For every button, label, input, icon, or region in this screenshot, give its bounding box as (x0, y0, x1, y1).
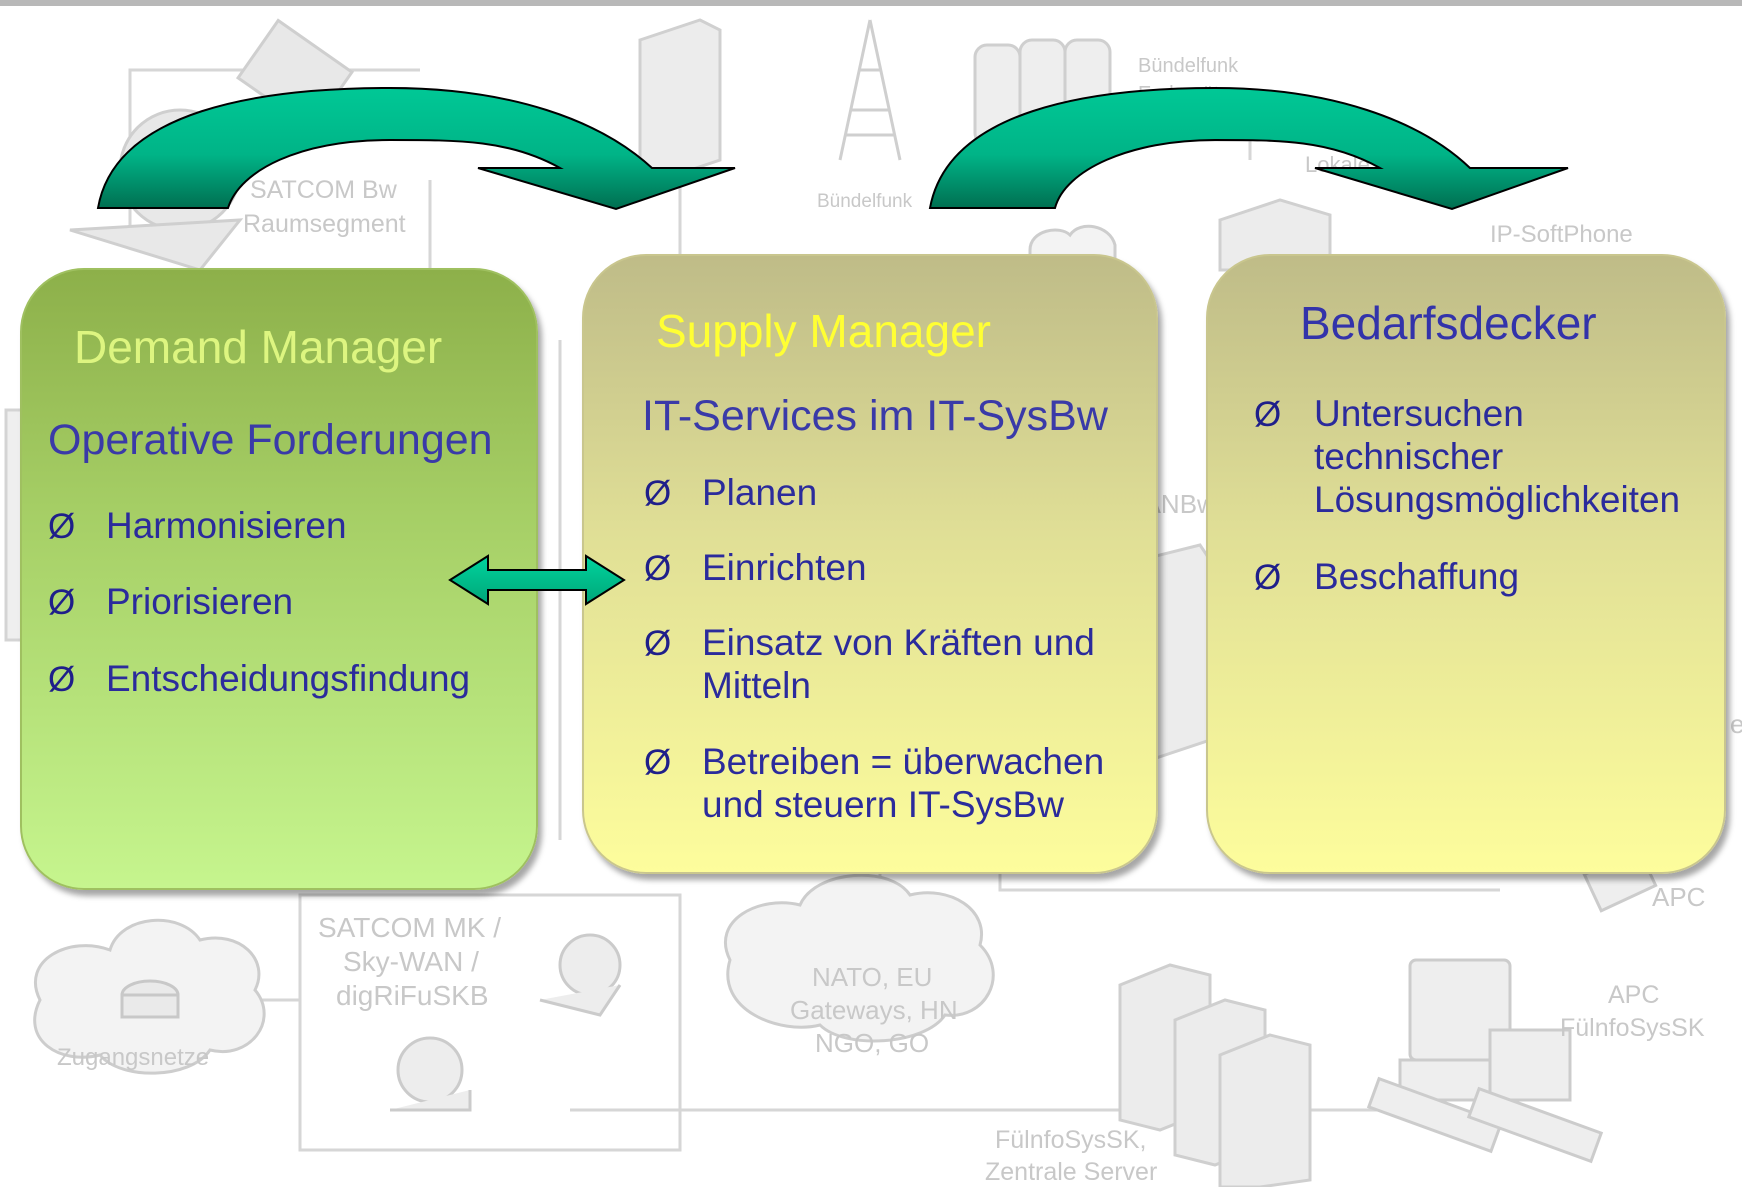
bullet-icon: Ø (48, 583, 76, 622)
label-apc-right: APC (1652, 882, 1705, 912)
handheld-radio-icon (973, 38, 1112, 147)
supply-manager-title: Supply Manager (656, 305, 991, 357)
label-nato-2: Gateways, HN (790, 995, 958, 1025)
supply-item-line: Einrichten (702, 547, 867, 588)
label-zugangsnetze: Zugangsnetze (57, 1044, 209, 1071)
label-nato-3: NGO, GO (815, 1028, 929, 1058)
demand-subtitle: Operative Forderungen (48, 416, 493, 464)
bedarf-item-line: Untersuchen (1314, 393, 1524, 434)
label-lokal: Lokale (1305, 152, 1370, 177)
router-icon (120, 979, 180, 1019)
label-edge-right: e (1730, 709, 1742, 739)
label-satcom-mk-1: SATCOM MK / (318, 912, 501, 943)
supply-item-betreiben: Betreiben = überwachen und steuern IT-Sy… (702, 740, 1104, 826)
bullet-icon: Ø (644, 474, 672, 513)
supply-item-line: und steuern IT-SysBw (702, 784, 1064, 825)
bedarfsdecker-box: Bedarfsdecker Ø Untersuchen technischer … (1206, 254, 1726, 874)
demand-item-entscheidungsfindung: Entscheidungsfindung (106, 658, 471, 699)
bedarfsdecker-title: Bedarfsdecker (1300, 297, 1597, 349)
label-buendelfunk-top-2: Endgeräte (1138, 83, 1230, 105)
label-apc-fuel-2: FülnfoSysSK (1560, 1014, 1705, 1042)
supply-subtitle: IT-Services im IT-SysBw (642, 392, 1108, 440)
label-satcom-mk-3: digRiFuSKB (336, 980, 489, 1011)
demand-manager-box: Demand Manager Operative Forderungen Ø H… (20, 268, 538, 890)
demand-manager-title: Demand Manager (74, 321, 443, 373)
bullet-icon: Ø (48, 507, 76, 546)
label-apc-fuel-1: APC (1608, 981, 1659, 1009)
bullet-icon: Ø (644, 549, 672, 588)
label-ip-softphone: IP-SoftPhone (1490, 221, 1633, 248)
label-satcom-mk-2: Sky-WAN / (343, 946, 479, 977)
top-bar (0, 0, 1742, 6)
headset-icon (390, 933, 622, 1112)
bedarf-item-line: technischer (1314, 436, 1504, 477)
supply-item-line: Mitteln (702, 665, 811, 706)
workstation-icon (1366, 847, 1658, 1164)
supply-item-einsatz: Einsatz von Kräften und Mitteln (702, 621, 1095, 707)
supply-item-einrichten: Einrichten (702, 546, 867, 589)
supply-item-line: Betreiben = überwachen (702, 741, 1105, 782)
label-nato-1: NATO, EU (812, 962, 932, 992)
label-server-1: FülnfoSysSK, (995, 1126, 1146, 1154)
bedarf-item-untersuchen: Untersuchen technischer Lösungsmöglichke… (1314, 392, 1680, 521)
server-rack-icon (1118, 963, 1312, 1187)
label-buendelfunk-top-1: Bündelfunk (1138, 55, 1239, 77)
supply-item-line: Einsatz von Kräften und (702, 622, 1095, 663)
supply-item-planen: Planen (702, 471, 817, 514)
bedarf-item-beschaffung: Beschaffung (1314, 555, 1519, 598)
supply-item-line: Planen (702, 472, 818, 513)
bullet-icon: Ø (644, 624, 672, 663)
label-satcom-raum-1: SATCOM Bw (250, 176, 398, 204)
bullet-icon: Ø (644, 743, 672, 782)
bullet-icon: Ø (1254, 558, 1282, 597)
bullet-icon: Ø (1254, 395, 1282, 434)
supply-manager-box: Supply Manager IT-Services im IT-SysBw Ø… (582, 254, 1158, 874)
demand-item-harmonisieren: Harmonisieren (106, 505, 347, 546)
bullet-icon: Ø (48, 660, 76, 699)
bedarf-item-line: Lösungsmöglichkeiten (1314, 479, 1681, 520)
demand-item-priorisieren: Priorisieren (106, 581, 294, 622)
label-satcom-raum-2: Raumsegment (243, 210, 406, 238)
label-buendelfunk: Bündelfunk (817, 191, 913, 212)
bedarf-item-line: Beschaffung (1314, 556, 1520, 597)
radio-tower-icon (838, 19, 902, 161)
label-server-2: Zentrale Server (985, 1158, 1157, 1186)
